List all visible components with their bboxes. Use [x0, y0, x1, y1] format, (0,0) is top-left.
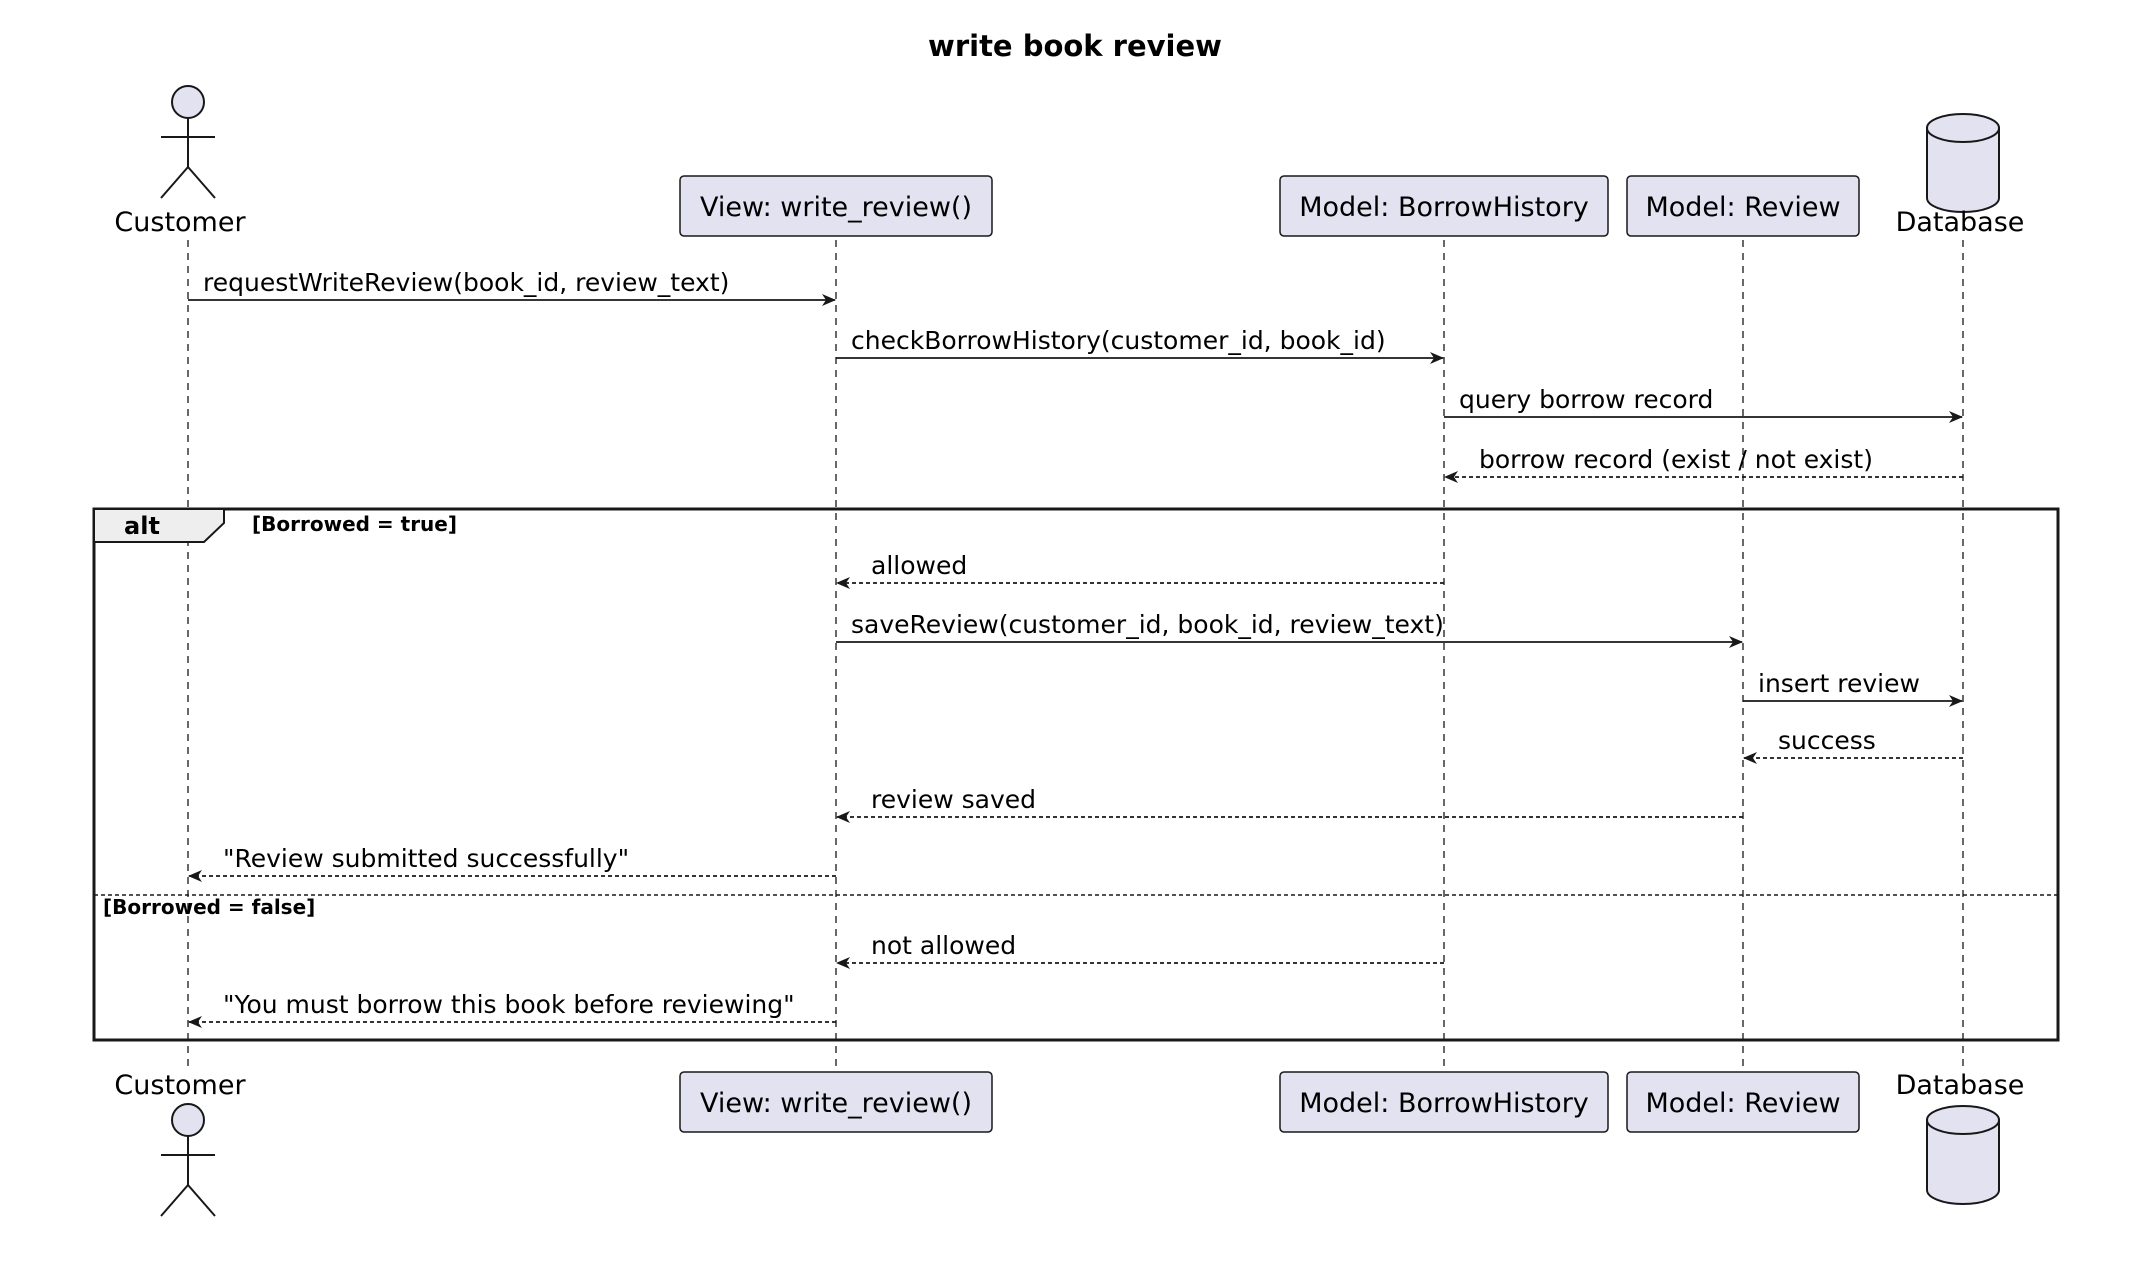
message-label: "You must borrow this book before review… — [223, 990, 795, 1019]
message-label: "Review submitted successfully" — [223, 844, 629, 873]
participant-view-top: View: write_review() — [679, 175, 993, 237]
message-6: saveReview(customer_id, book_id, review_… — [836, 610, 1743, 648]
participant-box — [679, 1071, 993, 1133]
database-icon — [1926, 113, 2000, 213]
message-9: review saved — [836, 785, 1743, 823]
message-1: requestWriteReview(book_id, review_text) — [188, 268, 836, 306]
participant-label: Database — [1896, 1070, 2025, 1101]
participant-box — [1626, 1071, 1860, 1133]
participant-box — [1279, 1071, 1609, 1133]
message-label: requestWriteReview(book_id, review_text) — [203, 268, 729, 297]
participant-label: Model: BorrowHistory — [1299, 1088, 1589, 1119]
participant-review-top: Model: Review — [1626, 175, 1860, 237]
participant-view-bottom: View: write_review() — [679, 1071, 993, 1133]
participant-borrow-top: Model: BorrowHistory — [1279, 175, 1609, 237]
participant-label: Model: Review — [1645, 192, 1840, 223]
message-label: review saved — [871, 785, 1036, 814]
message-label: insert review — [1758, 669, 1920, 698]
participant-label: View: write_review() — [700, 1088, 972, 1119]
participant-box — [679, 175, 993, 237]
messages: requestWriteReview(book_id, review_text)… — [188, 268, 1963, 1028]
message-7: insert review — [1743, 669, 1963, 707]
database-icon — [1926, 1105, 2000, 1205]
participant-label: Model: BorrowHistory — [1299, 192, 1589, 223]
message-label: not allowed — [871, 931, 1016, 960]
alt-frame — [92, 507, 2060, 1042]
participant-customer-bottom: Customer — [114, 1070, 246, 1217]
message-2: checkBorrowHistory(customer_id, book_id) — [836, 326, 1444, 364]
participant-label: Customer — [114, 207, 246, 238]
participant-database-bottom: Database — [1896, 1070, 2025, 1205]
message-4: borrow record (exist / not exist) — [1444, 445, 1963, 483]
participant-label: Customer — [114, 1070, 246, 1101]
participant-review-bottom: Model: Review — [1626, 1071, 1860, 1133]
message-11: not allowed — [836, 931, 1444, 969]
participant-box — [1626, 175, 1860, 237]
actor-icon — [160, 85, 216, 199]
message-3: query borrow record — [1444, 385, 1963, 423]
participant-box — [1279, 175, 1609, 237]
participant-label: View: write_review() — [700, 192, 972, 223]
message-8: success — [1743, 726, 1963, 764]
participant-label: Database — [1896, 207, 2025, 238]
alt-tab — [93, 508, 225, 543]
lifelines — [187, 240, 1964, 1070]
participant-database-top: Database — [1896, 113, 2025, 238]
alt-fragment: alt [Borrowed = true] [Borrowed = false] — [92, 507, 2060, 1042]
participants-top: Customer View: write_review() Model: Borro… — [114, 85, 2025, 238]
alt-guard-false: [Borrowed = false] — [103, 895, 315, 919]
participant-borrow-bottom: Model: BorrowHistory — [1279, 1071, 1609, 1133]
message-label: checkBorrowHistory(customer_id, book_id) — [851, 326, 1386, 355]
alt-operator-label: alt — [124, 512, 160, 540]
message-5: allowed — [836, 551, 1444, 589]
message-12: "You must borrow this book before review… — [188, 990, 836, 1028]
diagram-title: write book review — [928, 29, 1222, 63]
message-label: allowed — [871, 551, 967, 580]
message-10: "Review submitted successfully" — [188, 844, 836, 882]
message-label: success — [1778, 726, 1876, 755]
message-label: query borrow record — [1459, 385, 1713, 414]
message-label: borrow record (exist / not exist) — [1479, 445, 1873, 474]
alt-guard-true: [Borrowed = true] — [252, 512, 457, 536]
message-label: saveReview(customer_id, book_id, review_… — [851, 610, 1444, 639]
actor-icon — [160, 1103, 216, 1217]
participant-label: Model: Review — [1645, 1088, 1840, 1119]
participant-customer-top: Customer — [114, 85, 246, 238]
